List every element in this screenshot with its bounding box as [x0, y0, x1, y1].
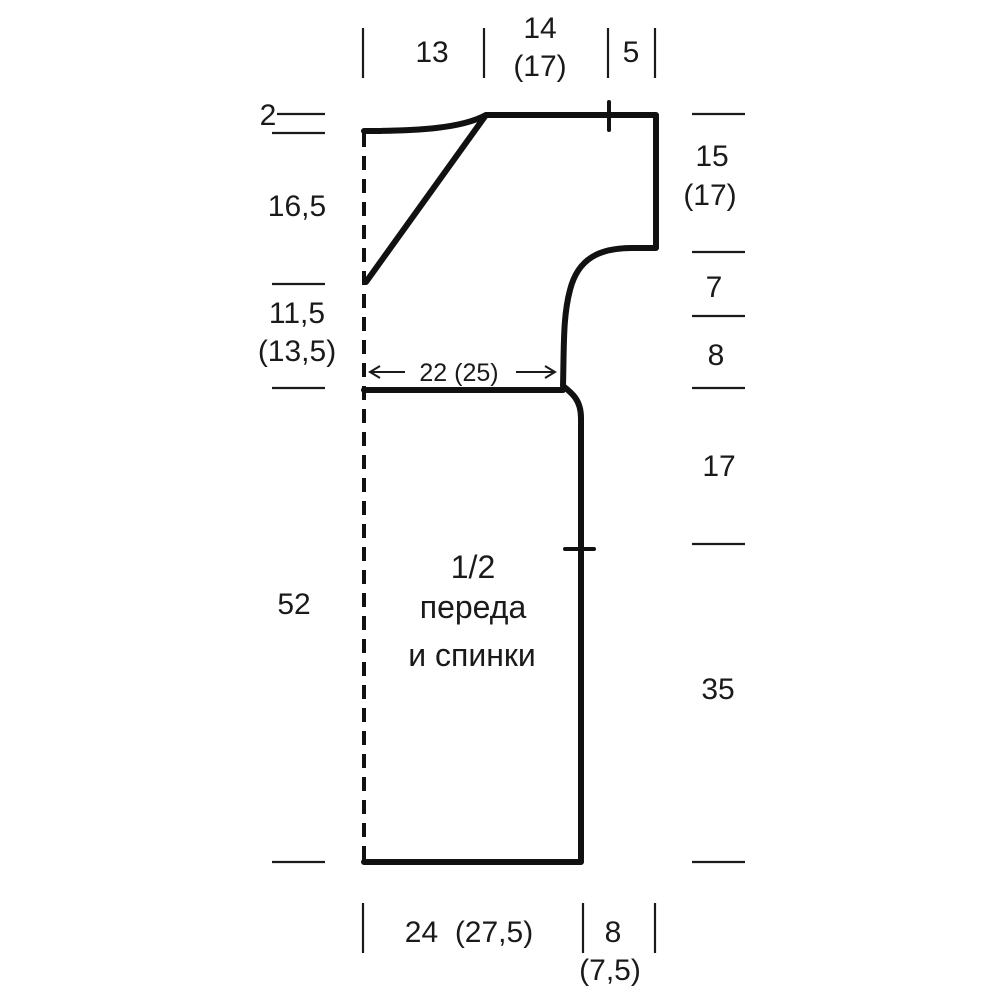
- bottom-dimension-ticks: [361, 903, 657, 953]
- right-dim-armhole-upper: 7: [706, 271, 723, 304]
- left-dim-neck-depth: 16,5: [268, 190, 326, 223]
- top-dim-neck-edge: 13: [415, 36, 448, 69]
- top-dim-shoulder: 14: [523, 12, 556, 45]
- piece-label-line3: и спинки: [408, 637, 536, 673]
- bottom-dim-side-offset-alt: (7,5): [579, 954, 641, 987]
- right-dim-sleeve-height-alt: (17): [683, 179, 736, 212]
- piece-label-line1: 1/2: [451, 549, 495, 585]
- right-dimension-ticks: [692, 112, 745, 864]
- right-dim-side-lower: 35: [701, 673, 734, 706]
- chest-width-label: 22 (25): [419, 359, 498, 387]
- left-dim-below-neck: 11,5: [269, 297, 325, 330]
- top-dim-shoulder-alt: (17): [513, 50, 566, 83]
- left-dim-shoulder-drop: 2: [260, 99, 277, 132]
- piece-label-line2: переда: [420, 589, 527, 625]
- bottom-dim-side-offset: 8: [605, 916, 622, 949]
- top-dimension-ticks: [361, 28, 657, 78]
- chest-width-arrow: [368, 365, 557, 379]
- left-dimension-ticks: [272, 112, 325, 864]
- garment-outline: [361, 112, 659, 865]
- right-dim-side-upper: 17: [702, 450, 735, 483]
- right-dim-armhole-lower: 8: [708, 339, 725, 372]
- left-dim-below-neck-alt: (13,5): [258, 335, 336, 368]
- left-dim-body-length: 52: [277, 588, 310, 621]
- top-dim-sleeve-top: 5: [623, 36, 640, 69]
- right-dim-sleeve-height: 15: [695, 140, 728, 173]
- neckline: [361, 112, 489, 285]
- bottom-dim-hem-width: 24 (27,5): [405, 916, 533, 949]
